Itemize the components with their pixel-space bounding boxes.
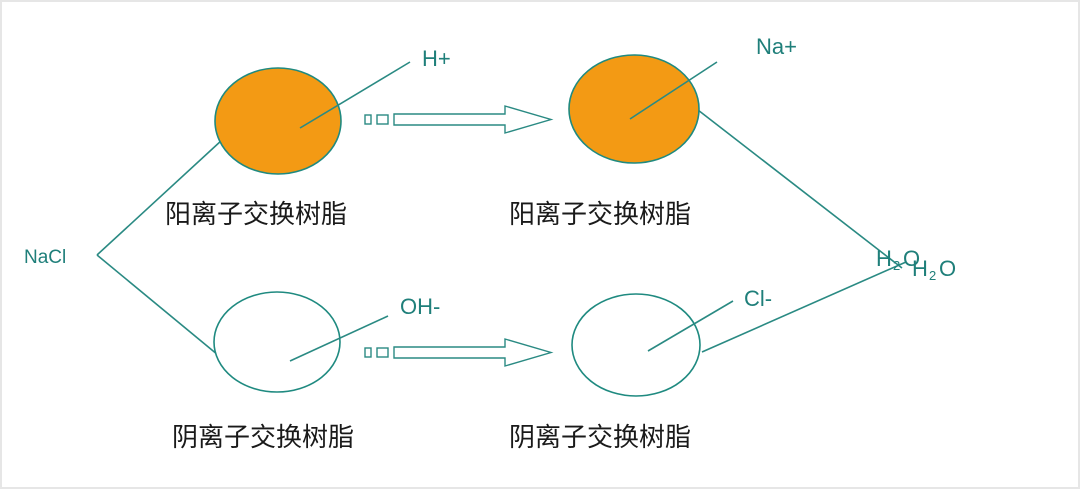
anion-process-arrow <box>364 338 554 367</box>
arrow-dash-medium <box>376 347 389 358</box>
water-a-o: O <box>903 246 920 271</box>
cl-minus-pointer <box>647 300 734 352</box>
h-plus-pointer <box>299 61 411 129</box>
na-resin-to-water-line <box>697 109 903 269</box>
water-b-h: H <box>912 256 928 281</box>
nacl-to-anion-line <box>96 254 219 356</box>
water-a-h: H <box>876 246 892 271</box>
arrow-dash-medium <box>376 114 389 125</box>
anion-resin-caption-2: 阴离子交换树脂 <box>509 423 691 453</box>
anion-resin-bead-1 <box>213 291 341 393</box>
water-label-b: H 2 O <box>912 256 956 283</box>
water-b-o: O <box>939 256 956 281</box>
water-b-subscript: 2 <box>929 268 936 283</box>
nacl-to-cation-line <box>96 139 223 256</box>
na-plus-label: Na+ <box>756 34 797 59</box>
water-label-a: H 2 O <box>876 246 920 273</box>
oh-minus-label: OH- <box>400 294 440 319</box>
h-plus-label: H+ <box>422 46 451 71</box>
water-a-subscript: 2 <box>893 258 900 273</box>
arrow-dash-small <box>364 347 372 358</box>
anion-resin-caption-1: 阴离子交换树脂 <box>172 423 354 453</box>
oh-minus-pointer <box>289 315 389 362</box>
cation-resin-caption-1: 阳离子交换树脂 <box>165 200 347 230</box>
arrow-dash-small <box>364 114 372 125</box>
nacl-label: NaCl <box>24 247 66 268</box>
cation-resin-bead-2 <box>568 54 700 164</box>
na-plus-pointer <box>629 61 718 120</box>
cl-minus-label: Cl- <box>744 286 772 311</box>
hollow-arrow-shape <box>393 105 554 134</box>
hollow-arrow-shape <box>393 338 554 367</box>
cation-resin-caption-2: 阳离子交换树脂 <box>509 200 691 230</box>
cation-resin-bead-1 <box>214 67 342 175</box>
cation-process-arrow <box>364 105 554 134</box>
cl-resin-to-water-line <box>701 261 907 353</box>
anion-resin-bead-2 <box>571 293 701 397</box>
